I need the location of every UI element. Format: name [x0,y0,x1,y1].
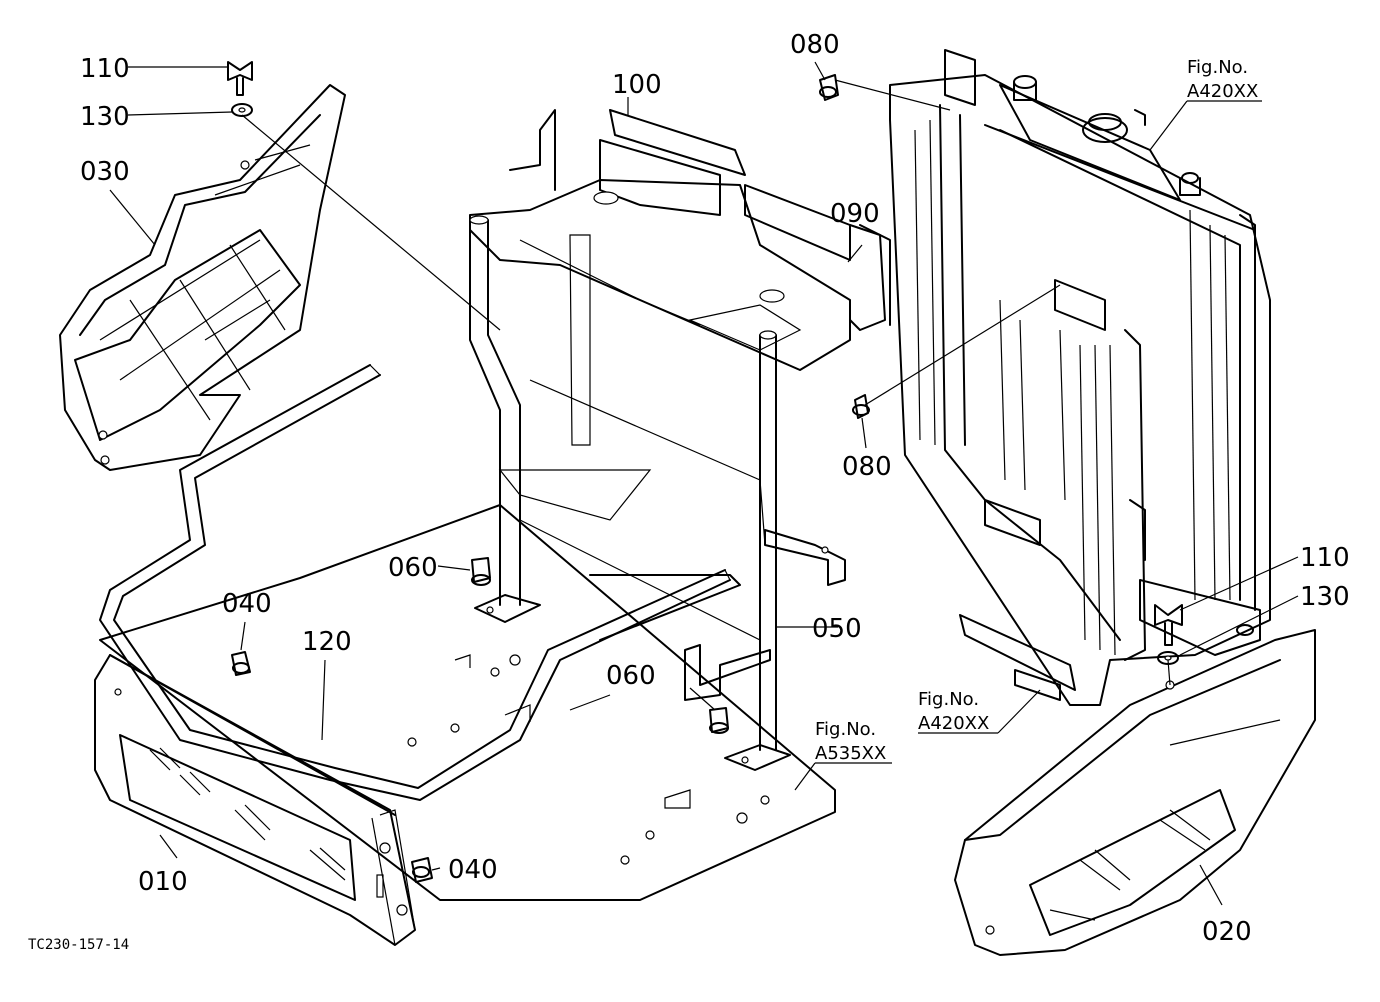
label-120: 120 [302,627,352,657]
label-130-left: 130 [80,102,130,132]
fig-ref-3-line1: Fig.No. [815,719,876,740]
leader-lines [109,61,1299,906]
label-060-upper: 060 [388,553,438,583]
label-060-lower: 060 [606,661,656,691]
label-040-bottom: 040 [448,855,498,885]
fig-ref-2-line2: A420XX [918,713,989,734]
label-020: 020 [1202,917,1252,947]
floor-plate [99,504,836,901]
label-050: 050 [812,614,862,644]
front-grille [94,654,416,946]
label-040-left: 040 [222,589,272,619]
label-090: 090 [830,199,880,229]
label-130-right: 130 [1300,582,1350,612]
radiator-assembly [889,49,1271,706]
label-080-middle: 080 [842,452,892,482]
side-cover-left [59,84,346,471]
fig-ref-1-line1: Fig.No. [1187,57,1248,78]
label-010: 010 [138,867,188,897]
label-080-top: 080 [790,30,840,60]
label-100: 100 [612,70,662,100]
part-labels: 110 130 030 100 080 090 080 060 040 120 … [80,30,1350,947]
label-110-left: 110 [80,54,130,84]
hardware [227,61,1183,883]
fig-ref-1-line2: A420XX [1187,81,1258,102]
center-frame [469,109,891,771]
side-cover-right [954,629,1316,956]
drawing-code: TC230-157-14 [28,937,129,953]
tube-frame [99,364,731,801]
fig-ref-3-line2: A535XX [815,743,886,764]
fig-ref-2-line1: Fig.No. [918,689,979,710]
label-030: 030 [80,157,130,187]
label-110-right: 110 [1300,543,1350,573]
figure-references: Fig.No. A420XX Fig.No. A420XX Fig.No. A5… [815,57,1258,764]
